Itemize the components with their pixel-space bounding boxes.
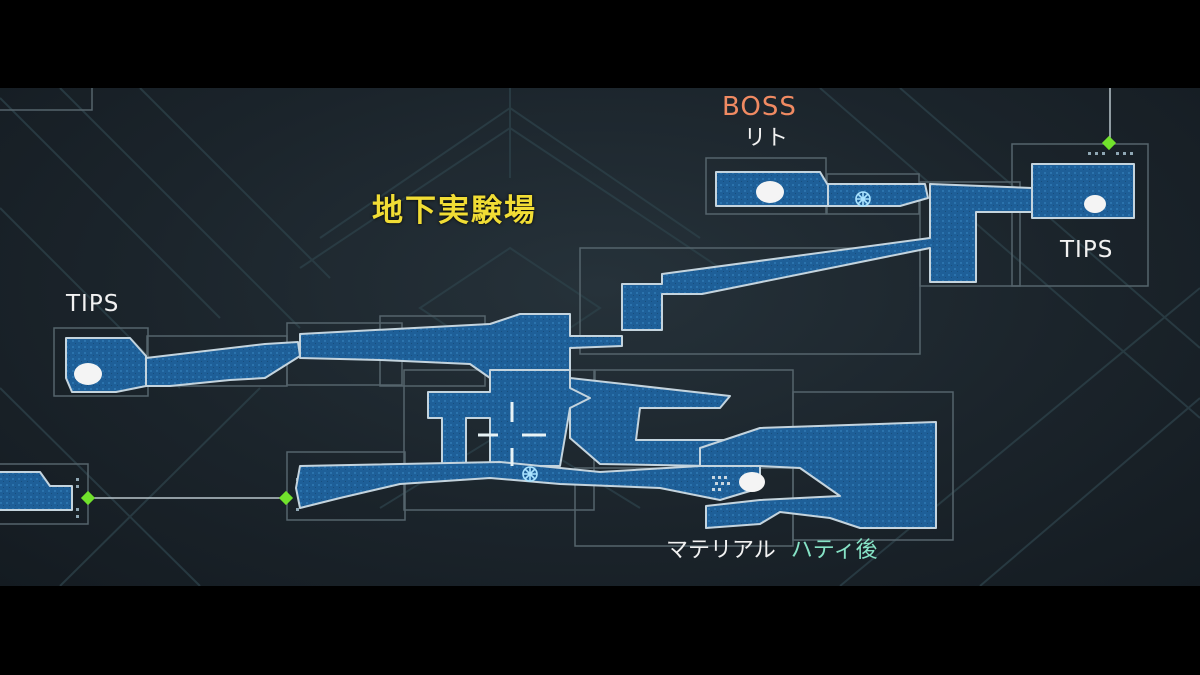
poi-markers[interactable]	[74, 181, 1106, 492]
tips-label-left: TIPS	[66, 291, 120, 317]
node-center-left	[278, 490, 294, 506]
warp-icon[interactable]	[855, 191, 871, 207]
area-name: 地下実験場	[372, 193, 537, 229]
material-label-row: マテリアル ハティ後	[666, 540, 877, 562]
player-position-crosshair-icon	[478, 402, 546, 466]
material-room	[699, 421, 937, 529]
boss-name: リト	[744, 126, 789, 151]
left-corridor	[145, 341, 301, 387]
tips-marker-left	[74, 363, 102, 385]
tips-label-right: TIPS	[1060, 237, 1114, 263]
boss-label: BOSS	[722, 92, 797, 122]
material-label: マテリアル	[666, 538, 776, 563]
lower-left-room	[295, 461, 761, 509]
boss-corridor	[827, 183, 929, 207]
background-pattern	[0, 88, 1200, 586]
far-left-room	[0, 471, 73, 511]
tips-room-left	[65, 337, 147, 393]
node-top-right	[1101, 135, 1117, 151]
material-condition: ハティ後	[790, 538, 878, 563]
warp-icon[interactable]	[522, 466, 538, 482]
node-left	[80, 490, 96, 506]
central-shaft	[427, 369, 591, 467]
tips-room-right	[1031, 163, 1135, 219]
map-canvas	[0, 88, 1200, 586]
boss-marker	[756, 181, 784, 203]
upper-connector	[621, 183, 1033, 331]
connectors	[88, 88, 1111, 499]
node-markers	[80, 135, 1117, 506]
area-map[interactable]: BOSS リト 地下実験場 TIPS TIPS マテリアル ハティ後	[0, 88, 1200, 586]
material-marker-trail	[712, 476, 730, 491]
material-marker	[739, 472, 765, 492]
explored-rooms	[0, 163, 1135, 529]
tips-marker-right	[1084, 195, 1106, 213]
